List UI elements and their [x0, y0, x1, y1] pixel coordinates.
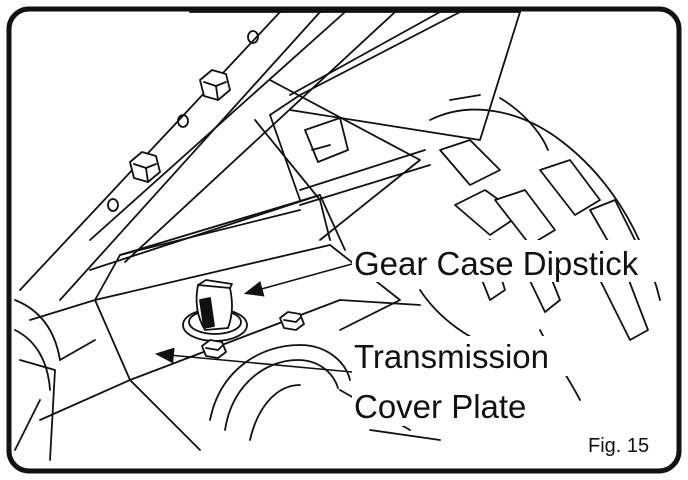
plate-nuts — [201, 311, 305, 359]
callout-arrows — [154, 263, 353, 373]
label-gear-case-dipstick: Gear Case Dipstick — [354, 245, 639, 282]
beam-bolts — [129, 69, 231, 183]
label-transmission: Transmission — [354, 338, 549, 375]
dipstick-leader — [243, 263, 353, 297]
frame-beam — [19, 11, 521, 301]
transmission-leader — [154, 347, 353, 373]
left-member — [14, 299, 96, 461]
beam-holes — [107, 30, 259, 212]
label-cover-plate: Cover Plate — [354, 388, 526, 425]
bracket — [254, 79, 431, 241]
figure-number: Fig. 15 — [588, 435, 649, 457]
